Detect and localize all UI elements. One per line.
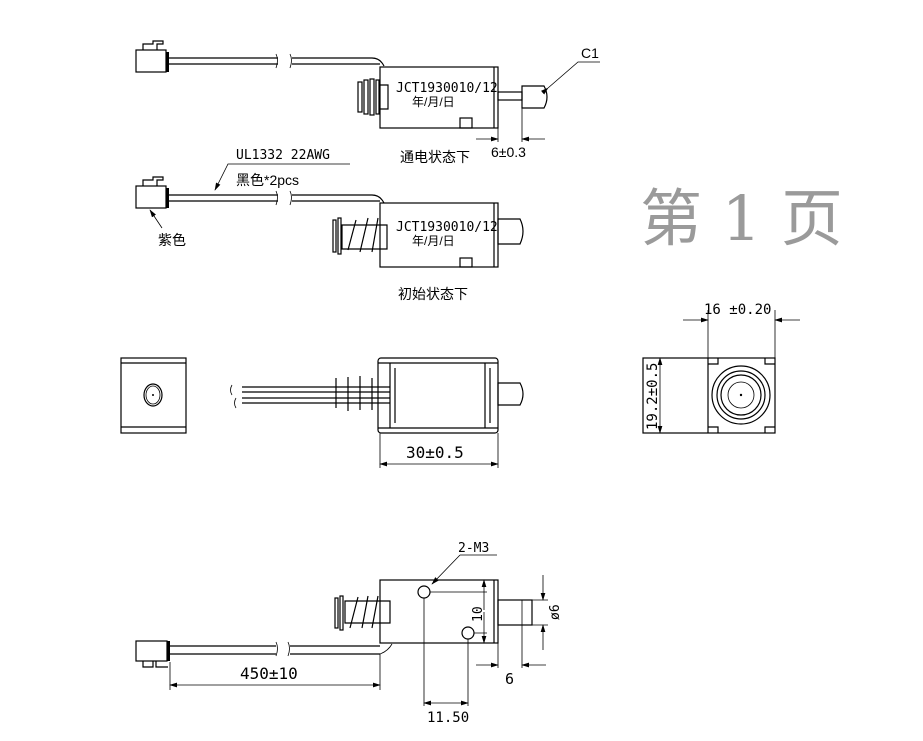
initial-view: JCT1930010/12 年/月/日 初始状态下 <box>135 176 524 302</box>
page-watermark: 第 1 页 <box>640 182 843 255</box>
hole-spacing-horizontal: 11.50 <box>427 710 469 726</box>
energized-view: JCT1930010/12 年/月/日 C1 6±0.3 通电状态下 <box>135 40 600 165</box>
mount-hole <box>417 585 431 599</box>
connector <box>135 176 169 209</box>
part-label: JCT1930010/12 <box>396 220 498 235</box>
thread-label: 2-M3 <box>458 541 489 556</box>
spring <box>357 78 389 116</box>
stroke-dimension: 6±0.3 <box>491 144 526 160</box>
part-label: JCT1930010/12 <box>396 81 498 96</box>
mounting-view: 2-M3 10 ø6 6 11.50 450±10 <box>135 541 563 726</box>
plunger-diameter: ø6 <box>548 604 563 620</box>
connector <box>135 40 169 73</box>
chamfer-label: C1 <box>581 45 599 61</box>
plunger-length: 6 <box>505 670 514 688</box>
connector-color-label: 紫色 <box>158 232 186 248</box>
date-label: 年/月/日 <box>412 95 455 109</box>
date-label: 年/月/日 <box>412 234 455 248</box>
lead-length-dimension: 450±10 <box>240 664 298 683</box>
spring <box>334 595 391 631</box>
height-dimension: 19.2±0.5 <box>645 363 661 430</box>
state-energized-label: 通电状态下 <box>400 149 470 165</box>
wire-color-label: 黑色*2pcs <box>236 172 299 188</box>
state-initial-label: 初始状态下 <box>398 286 468 302</box>
side-view: 30±0.5 <box>230 357 524 468</box>
spring <box>332 217 388 255</box>
wire-spec-label: UL1332 22AWG <box>236 148 330 163</box>
mount-hole <box>461 626 475 640</box>
hole-spacing-vertical: 10 <box>471 606 486 622</box>
connector <box>135 640 170 668</box>
end-view-left <box>120 357 187 434</box>
width-dimension: 16 ±0.20 <box>704 302 771 318</box>
end-view-right: 16 ±0.20 19.2±0.5 <box>642 302 800 434</box>
length-dimension: 30±0.5 <box>406 443 464 462</box>
